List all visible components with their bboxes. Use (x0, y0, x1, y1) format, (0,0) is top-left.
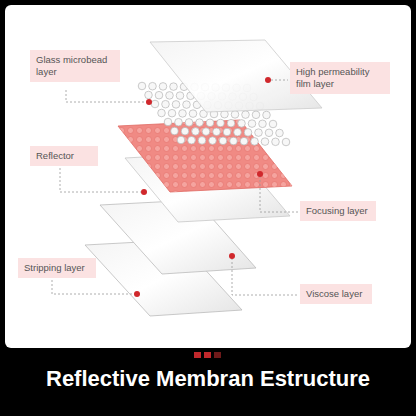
glass-bead (166, 92, 174, 100)
glass-bead (145, 91, 153, 99)
glass-bead (276, 129, 284, 137)
glass-bead (138, 82, 146, 90)
glass-bead (164, 118, 172, 126)
glass-bead (238, 120, 246, 128)
glass-bead (189, 110, 197, 118)
label-box: Glass microbead layer (30, 50, 120, 82)
glass-bead (158, 109, 166, 117)
label-box: High permeability film layer (290, 62, 390, 94)
glass-bead (175, 118, 183, 126)
glass-bead (176, 92, 184, 100)
glass-bead (202, 128, 210, 136)
glass-bead (259, 120, 267, 128)
glass-bead (172, 101, 180, 109)
glass-bead (151, 100, 159, 108)
label-box: Reflector (30, 146, 98, 166)
glass-bead (251, 138, 259, 146)
glass-bead (261, 138, 269, 146)
glass-bead (183, 101, 191, 109)
glass-bead (227, 119, 235, 127)
focusing-dots (118, 120, 292, 192)
glass-bead (206, 119, 214, 127)
glass-bead (177, 136, 185, 144)
accent-square (204, 352, 211, 358)
glass-bead (179, 110, 187, 118)
leader-dots (134, 77, 271, 297)
layer-label: Focusing layer (306, 205, 370, 217)
focusing-sheet (118, 120, 292, 192)
glass-bead (242, 111, 250, 119)
glass-bead (231, 111, 239, 119)
glass-bead (282, 138, 290, 146)
glass-bead (162, 100, 170, 108)
label-box: Stripping layer (18, 258, 96, 278)
glass-bead (168, 109, 176, 117)
glass-bead (240, 137, 248, 145)
glass-bead (223, 128, 231, 136)
glass-bead (244, 129, 252, 137)
layer-label: Stripping layer (24, 262, 90, 274)
glass-bead (248, 120, 256, 128)
glass-bead (252, 111, 260, 119)
glass-bead (209, 137, 217, 145)
glass-bead (188, 136, 196, 144)
label-box: Focusing layer (300, 201, 376, 221)
glass-bead (217, 119, 225, 127)
glass-bead (192, 128, 200, 136)
glass-bead (198, 137, 206, 145)
title-text: Reflective Membran Estructure (0, 364, 416, 394)
layer-label: Viscose layer (306, 288, 366, 300)
glass-bead (159, 83, 167, 91)
glass-bead (230, 137, 238, 145)
glass-bead (155, 91, 163, 99)
glass-bead (263, 111, 271, 119)
glass-bead (149, 82, 157, 90)
glass-bead (234, 128, 242, 136)
glass-bead (170, 83, 178, 91)
layer-label: Reflector (36, 150, 92, 162)
layer-label: Glass microbead layer (36, 54, 114, 78)
label-box: Viscose layer (300, 284, 372, 304)
glass-bead (272, 138, 280, 146)
glass-bead (213, 128, 221, 136)
glass-bead (219, 137, 227, 145)
glass-bead (269, 120, 277, 128)
glass-bead (181, 127, 189, 135)
glass-bead (171, 127, 179, 135)
glass-bead (255, 129, 263, 137)
accent-square (194, 352, 201, 358)
layer-label: High permeability film layer (296, 66, 384, 90)
glass-bead (265, 129, 273, 137)
glass-bead (196, 119, 204, 127)
accent-square (214, 352, 221, 358)
glass-bead (185, 119, 193, 127)
